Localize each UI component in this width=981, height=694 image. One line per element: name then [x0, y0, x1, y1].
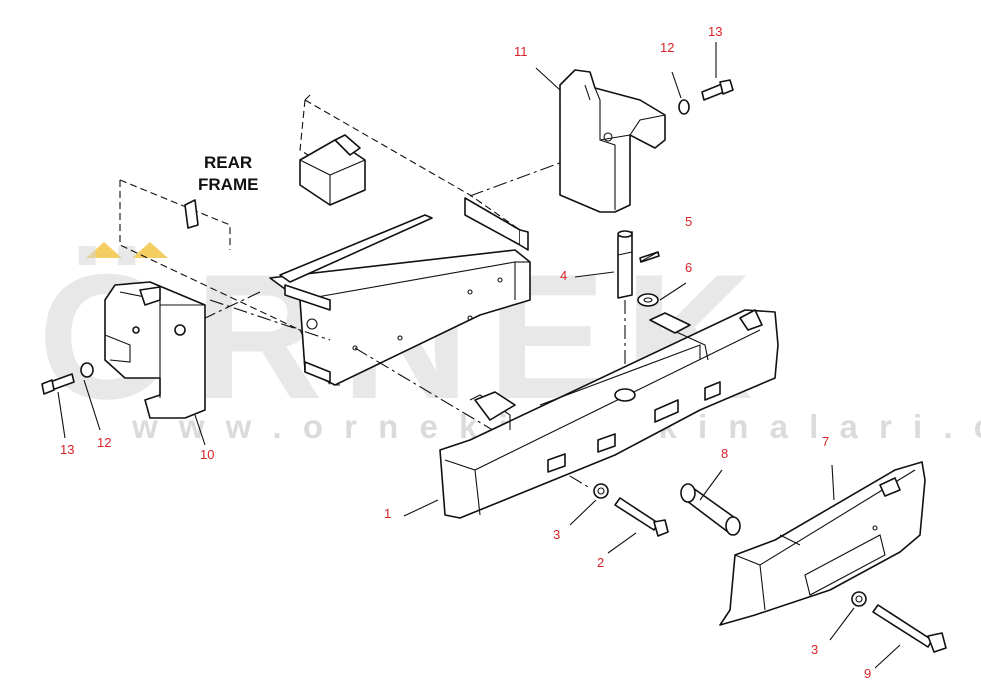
part-13-bolt-lower [41, 373, 75, 395]
part-9-bolt [872, 604, 947, 653]
part-12-washer-lower [80, 362, 94, 378]
lower-washer-and-bolt [41, 362, 94, 395]
part-13-bolt-upper [701, 79, 734, 101]
callout-13-upper: 13 [708, 24, 722, 39]
watermark-accent-mark [132, 242, 168, 258]
callout-12-lower: 12 [97, 435, 111, 450]
part-4-pin [617, 230, 633, 299]
part-3-washer-upper [593, 483, 609, 499]
callout-4: 4 [560, 268, 567, 283]
rear-frame-label-line2: FRAME [198, 175, 258, 194]
part-6-washer [637, 293, 659, 307]
callouts: 1 2 3 3 4 5 6 7 8 9 10 11 12 12 13 13 [60, 24, 871, 681]
callout-2: 2 [597, 555, 604, 570]
part-7-lower-counterweight [719, 461, 926, 626]
callout-9: 9 [864, 666, 871, 681]
rear-frame-label-line1: REAR [204, 153, 252, 172]
callout-3-upper: 3 [553, 527, 560, 542]
callout-13-lower: 13 [60, 442, 74, 457]
part-2-bolt [614, 497, 669, 537]
callout-10: 10 [200, 447, 214, 462]
callout-12-upper: 12 [660, 40, 674, 55]
callout-5: 5 [685, 214, 692, 229]
rear-frame: REAR FRAME [119, 94, 531, 386]
upper-washer-and-bolt [678, 79, 734, 115]
callout-1: 1 [384, 506, 391, 521]
part-1-main-counterweight [439, 309, 779, 519]
part-11-upper-weight [559, 69, 666, 213]
part-10-left-weight [104, 281, 206, 419]
part-12-washer-upper [678, 99, 690, 115]
callout-11: 11 [514, 44, 528, 59]
callout-7: 7 [822, 434, 829, 449]
watermark-accent-mark [86, 242, 122, 258]
leader-lines [57, 42, 901, 669]
part-8-spacer [680, 483, 741, 536]
callout-6: 6 [685, 260, 692, 275]
callout-3-lower: 3 [811, 642, 818, 657]
part-3-washer-lower [851, 591, 867, 607]
callout-8: 8 [721, 446, 728, 461]
